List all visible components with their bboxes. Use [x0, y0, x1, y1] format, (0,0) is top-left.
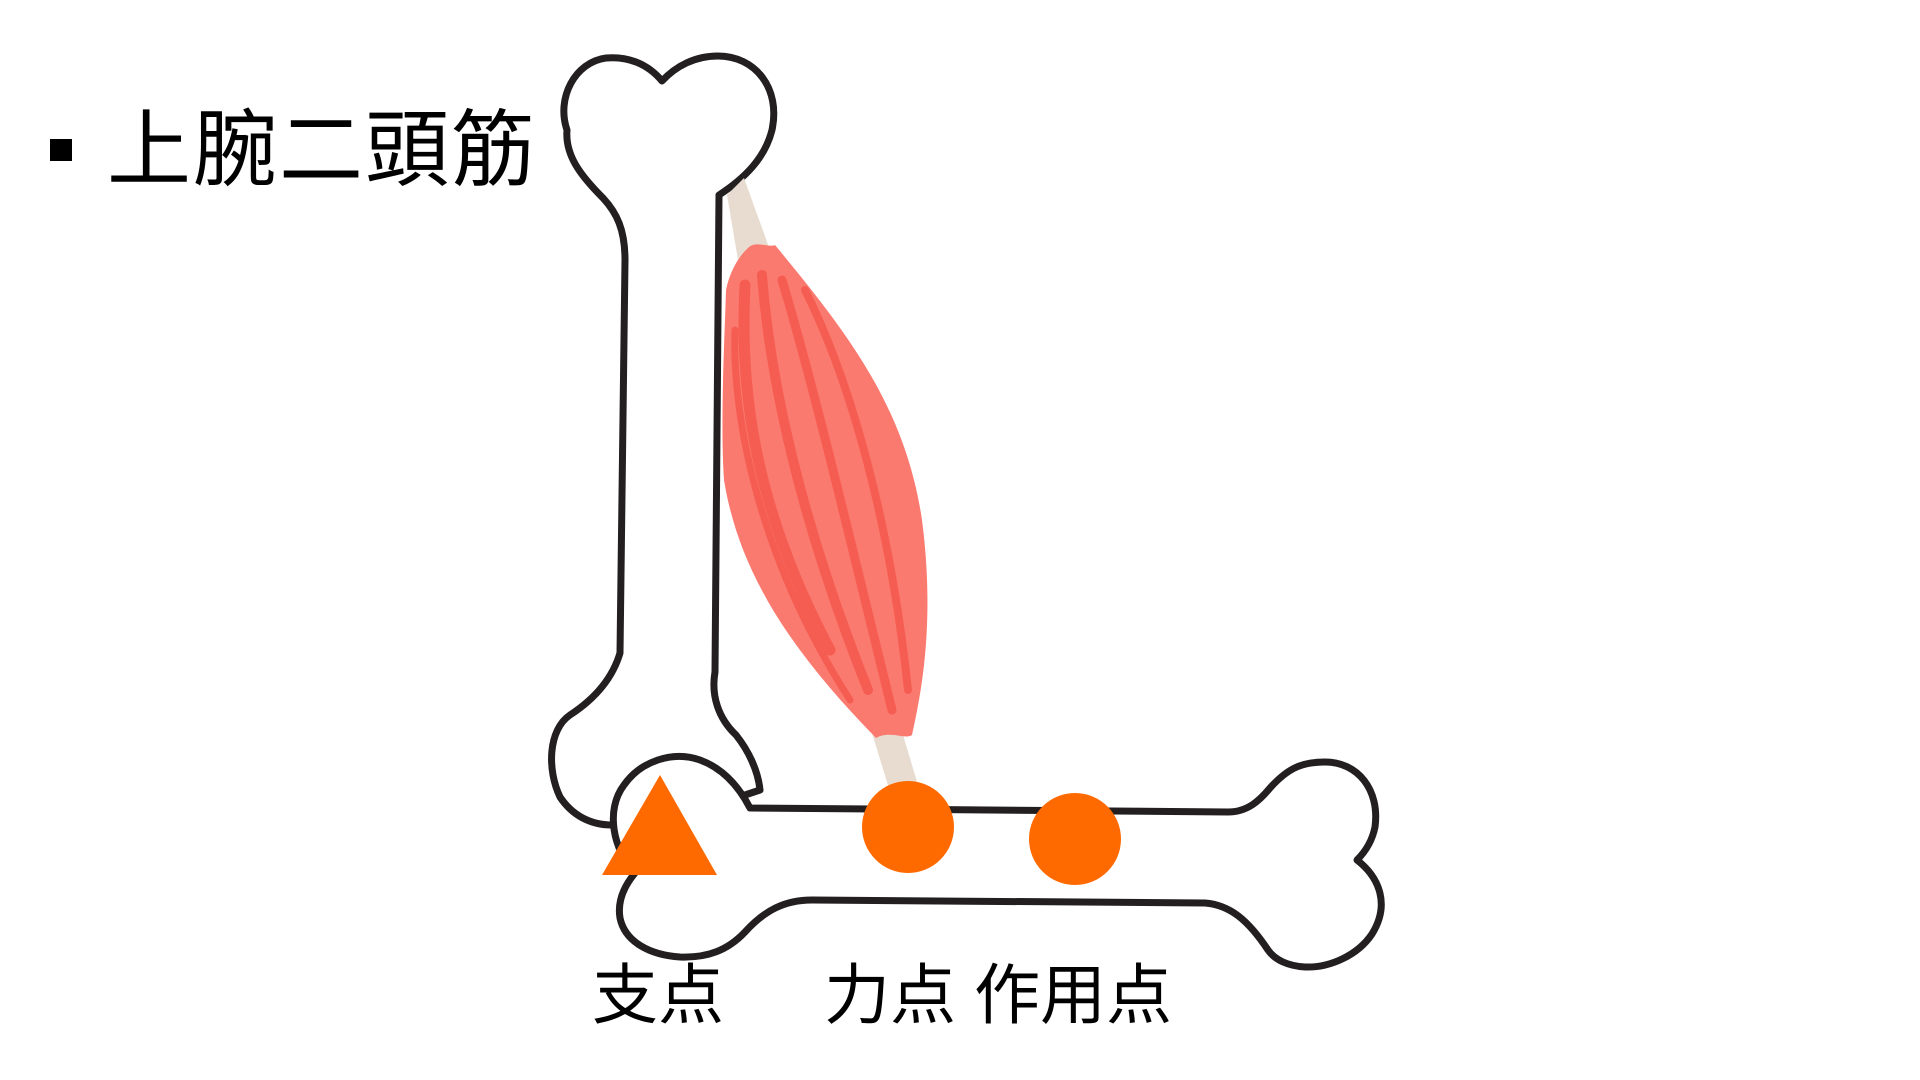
- heading-title: 上腕二頭筋: [107, 101, 538, 199]
- effort-point-circle: [862, 781, 954, 873]
- fulcrum-triangle: [602, 775, 717, 875]
- upper-tendon: [727, 178, 770, 260]
- lower-tendon: [872, 725, 918, 792]
- load-label: 作用点: [974, 957, 1172, 1034]
- load-point-circle: [1029, 793, 1121, 885]
- muscle-fibers: [731, 270, 912, 715]
- humerus-bone: [548, 52, 778, 829]
- heading: 上腕二頭筋: [50, 100, 537, 200]
- effort-label: 力点: [824, 957, 956, 1034]
- square-bullet: [50, 139, 72, 161]
- fulcrum-label: 支点: [592, 957, 724, 1034]
- forearm-bone: [609, 753, 1385, 971]
